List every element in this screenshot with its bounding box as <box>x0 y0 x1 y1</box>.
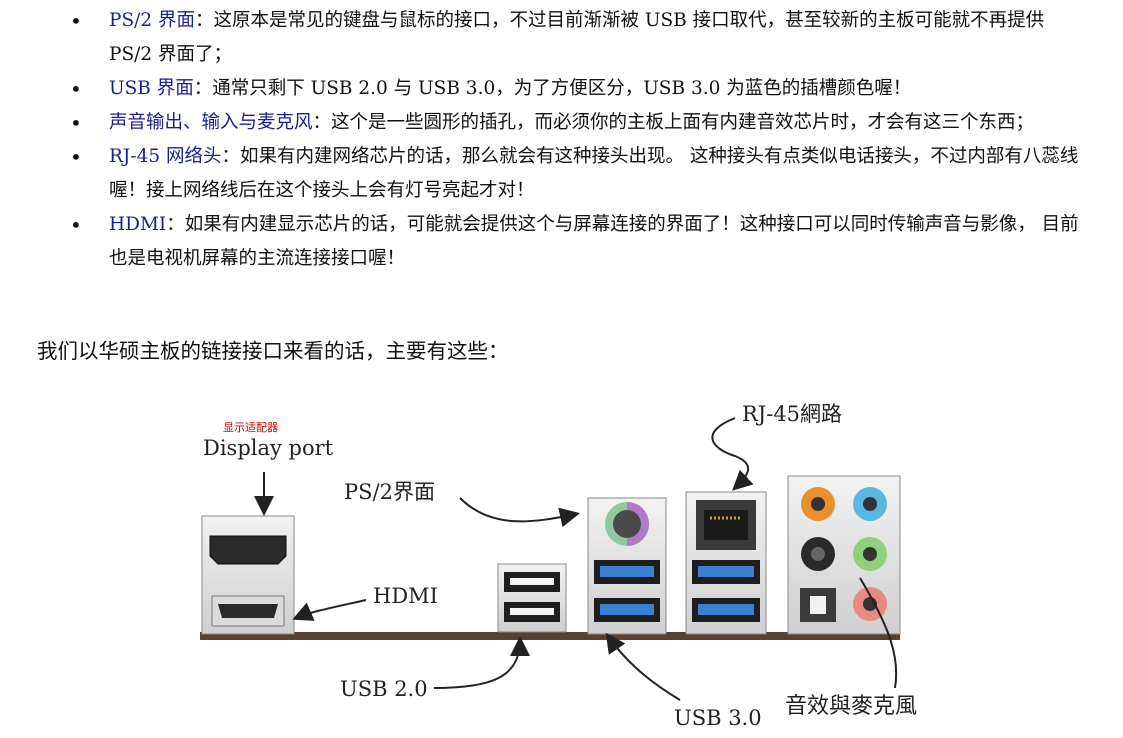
io-panel-figure: 显示适配器 Display port PS/2界面 RJ-45網路 HDMI U… <box>190 388 950 733</box>
term-hdmi: HDMI <box>109 214 167 235</box>
bullet-icon: • <box>70 9 82 33</box>
label-hdmi: HDMI <box>373 584 438 608</box>
list-item-usb: • USB 界面：通常只剩下 USB 2.0 与 USB 3.0，为了方便区分，… <box>0 72 1123 106</box>
label-usb3: USB 3.0 <box>674 706 762 730</box>
intro-text: 我们以华硕主板的链接接口来看的话，主要有这些： <box>37 339 509 363</box>
label-display-port-cn: 显示适配器 <box>223 421 278 434</box>
desc-ps2: ：这原本是常见的键盘与鼠标的接口，不过目前渐渐被 USB 接口取代，甚至较新的主… <box>109 10 1045 65</box>
list-item-audio: • 声音输出、输入与麦克风：这个是一些圆形的插孔，而必须你的主板上面有内建音效芯… <box>0 106 1123 140</box>
list-item-rj45: • RJ-45 网络头：如果有内建网络芯片的话，那么就会有这种接头出现。 这种接… <box>0 140 1123 208</box>
term-audio: 声音输出、输入与麦克风 <box>109 112 313 133</box>
label-usb2: USB 2.0 <box>340 677 428 701</box>
feature-list: • PS/2 界面：这原本是常见的键盘与鼠标的接口，不过目前渐渐被 USB 接口… <box>0 4 1123 276</box>
usb3-port-icon <box>698 566 754 577</box>
usb2-stack <box>497 563 567 633</box>
display-port-hdmi-block <box>201 515 295 635</box>
desc-usb: ：通常只剩下 USB 2.0 与 USB 3.0，为了方便区分，USB 3.0 … <box>193 78 912 99</box>
term-usb: USB 界面 <box>109 78 194 99</box>
audio-jacks <box>787 475 901 635</box>
bullet-icon: • <box>70 145 82 169</box>
label-ps2: PS/2界面 <box>344 480 435 504</box>
panel-base <box>200 632 900 640</box>
usb3-port-icon <box>600 604 654 615</box>
annotation-arrows <box>254 417 898 701</box>
rj45-usb3-stack <box>685 491 767 635</box>
term-rj45: RJ-45 网络头 <box>109 146 222 167</box>
ps2-usb3-stack <box>587 497 667 635</box>
bullet-icon: • <box>70 77 82 101</box>
io-panel-diagram: 显示适配器 Display port PS/2界面 RJ-45網路 HDMI U… <box>200 402 917 730</box>
label-audio: 音效與麥克風 <box>785 694 917 719</box>
bullet-icon: • <box>70 111 82 135</box>
term-ps2: PS/2 界面 <box>109 10 196 31</box>
desc-rj45: ：如果有内建网络芯片的话，那么就会有这种接头出现。 这种接头有点类似电话接头，不… <box>109 146 1079 201</box>
hdmi-port-icon <box>218 604 278 618</box>
label-rj45: RJ-45網路 <box>742 402 842 426</box>
list-item-ps2: • PS/2 界面：这原本是常见的键盘与鼠标的接口，不过目前渐渐被 USB 接口… <box>0 4 1123 72</box>
desc-hdmi: ：如果有内建显示芯片的话，可能就会提供这个与屏幕连接的界面了！这种接口可以同时传… <box>109 214 1079 269</box>
list-item-hdmi: • HDMI：如果有内建显示芯片的话，可能就会提供这个与屏幕连接的界面了！这种接… <box>0 208 1123 276</box>
label-display-port: Display port <box>203 436 334 460</box>
bullet-icon: • <box>70 213 82 237</box>
usb3-port-icon <box>698 604 754 615</box>
display-port-icon <box>209 535 287 565</box>
desc-audio: ：这个是一些圆形的插孔，而必须你的主板上面有内建音效芯片时，才会有这三个东西； <box>312 112 1035 133</box>
usb3-port-icon <box>600 566 654 577</box>
